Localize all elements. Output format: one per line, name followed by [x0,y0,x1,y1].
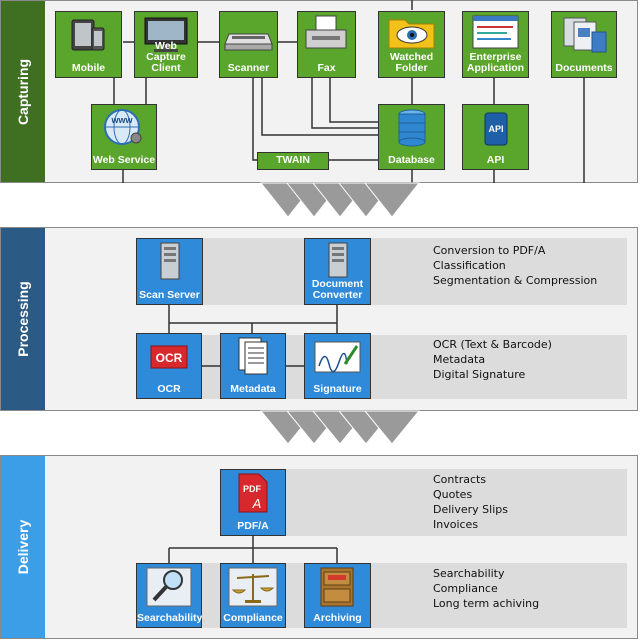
processing-band-top [136,238,627,305]
note-item: Invoices [433,518,479,531]
archiving-node[interactable]: Archiving [304,563,371,628]
twain-label: TWAIN [276,154,310,166]
svg-text:PDF: PDF [243,484,262,494]
compliance-node[interactable]: Compliance [220,563,286,628]
scanner-label: Scanner [227,62,270,74]
pdfa-label: PDF/A [237,520,269,532]
documents-label: Documents [555,62,613,74]
processing-notes-top: Conversion to PDF/A Classification Segme… [433,243,597,288]
file-cabinet-icon [320,567,354,607]
svg-text:www: www [110,115,133,125]
note-item: Metadata [433,353,486,366]
documents-icon [563,17,607,53]
note-item: Delivery Slips [433,503,508,516]
api-device-icon: API [484,112,508,146]
note-item: Quotes [433,488,473,501]
folder-eye-icon [388,19,435,49]
signature-label: Signature [313,383,362,395]
note-item: Digital Signature [433,368,526,381]
fax-icon [305,15,347,49]
ocr-icon: OCR [150,345,188,369]
api-node[interactable]: API API [462,104,529,170]
archiving-label: Archiving [313,612,362,624]
database-node[interactable]: Database [378,104,445,170]
processing-band-bottom [136,335,627,399]
processing-notes-bottom: OCR (Text & Barcode) Metadata Digital Si… [433,337,552,382]
web-service-label: Web Service [92,154,156,166]
metadata-document-icon [238,337,268,375]
processing-label: Processing [1,228,45,410]
fax-label: Fax [317,62,336,74]
note-item: Classification [433,259,506,272]
delivery-band-bottom [136,563,627,628]
ocr-label: OCR [157,383,181,395]
delivery-band-top [220,469,627,536]
monitor-icon [144,17,188,52]
documents-node[interactable]: Documents [551,11,617,78]
scanner-icon [224,33,273,51]
scanner-node[interactable]: Scanner [219,11,278,78]
note-item: Conversion to PDF/A [433,244,546,257]
application-window-icon [472,15,519,49]
ocr-node[interactable]: OCR OCR [136,333,202,399]
delivery-notes-top: Contracts Quotes Delivery Slips Invoices [433,472,508,532]
signature-node[interactable]: Signature [304,333,371,399]
svg-text:A: A [252,496,262,511]
svg-text:OCR: OCR [156,351,183,365]
server-icon [328,242,348,278]
web-service-node[interactable]: www Web Service [91,104,157,170]
signature-pen-icon [314,341,361,373]
note-item: Compliance [433,582,498,595]
mobile-node[interactable]: Mobile [55,11,122,78]
metadata-label: Metadata [230,383,276,395]
database-label: Database [388,154,435,166]
twain-node[interactable]: TWAIN [257,152,329,170]
note-item: Segmentation & Compression [433,274,598,287]
magnifier-icon [146,567,192,607]
note-item: Contracts [433,473,487,486]
api-label: API [486,154,505,166]
note-item: OCR (Text & Barcode) [433,338,552,351]
svg-text:API: API [488,124,503,134]
scan-server-label: Scan Server [139,289,200,301]
pdfa-node[interactable]: PDF A PDF/A [220,469,286,536]
capturing-label: Capturing [1,1,45,182]
searchability-node[interactable]: Searchability [136,563,202,628]
mobile-label: Mobile [71,62,106,74]
database-icon [398,109,426,147]
metadata-node[interactable]: Metadata [220,333,286,399]
scan-server-node[interactable]: Scan Server [136,238,203,305]
note-item: Searchability [433,567,505,580]
delivery-notes-bottom: Searchability Compliance Long term achiv… [433,566,539,611]
note-item: Long term achiving [433,597,540,610]
fax-node[interactable]: Fax [297,11,356,78]
searchability-label: Searchability [137,612,203,624]
delivery-label: Delivery [1,456,45,638]
mobile-devices-icon [71,19,105,51]
compliance-label: Compliance [223,612,283,624]
web-globe-icon: www [104,109,142,145]
scales-icon [228,567,278,607]
server-icon [160,242,180,280]
pdf-file-icon: PDF A [238,473,268,513]
